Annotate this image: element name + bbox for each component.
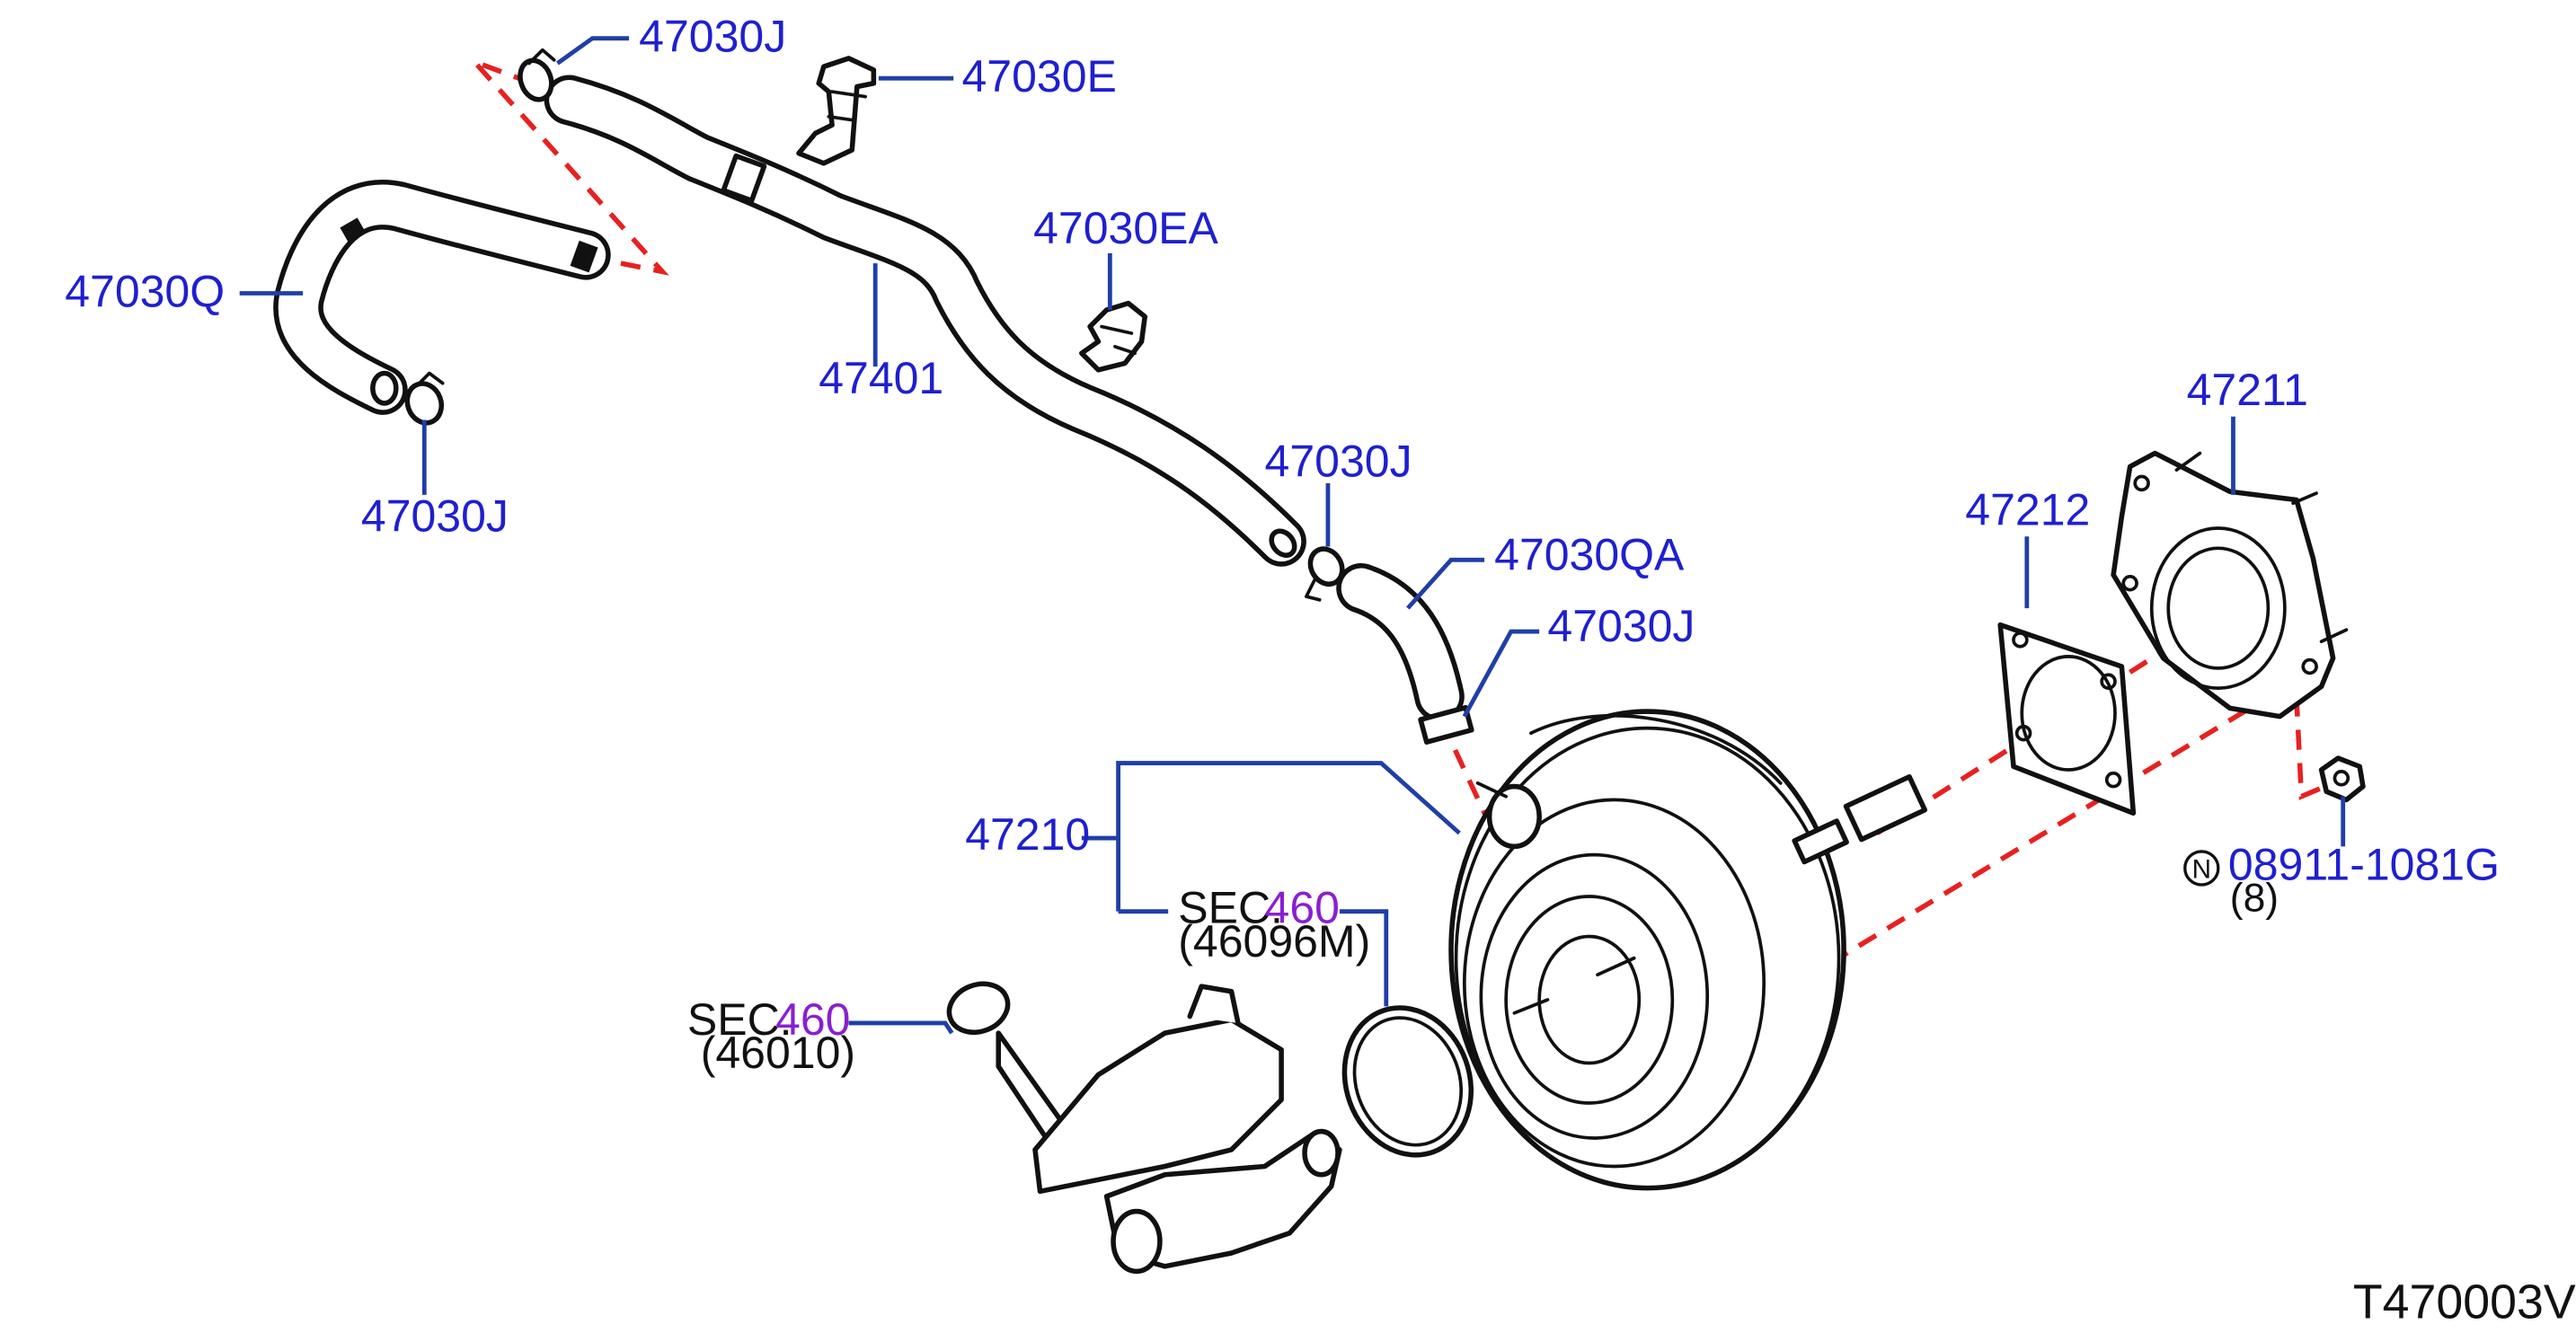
clip-47030E[interactable] xyxy=(796,56,877,166)
nut-callout: N 08911-1081G (8) xyxy=(2183,839,2500,921)
dashed-guides xyxy=(472,59,2334,1039)
diagram-id: T470003V xyxy=(2353,1275,2576,1329)
sec-callout-46096M: SEC. 460 (46096M) xyxy=(1178,883,1370,967)
sec-callout-46010: SEC. 460 (46010) xyxy=(687,994,855,1078)
clamp-mid[interactable] xyxy=(1304,543,1348,602)
label-clip-e: 47030E xyxy=(961,51,1116,102)
label-bracket: 47211 xyxy=(2187,365,2308,415)
hose-47030Q[interactable] xyxy=(273,180,611,415)
label-clamp-valve: 47030J xyxy=(1547,601,1695,651)
label-hose-qa: 47030QA xyxy=(1494,529,1685,579)
label-nut-qty: (8) xyxy=(2230,877,2279,921)
label-clip-ea: 47030EA xyxy=(1033,203,1218,253)
label-clamp-mid: 47030J xyxy=(1265,436,1412,486)
label-clamp-q: 47030J xyxy=(361,491,509,542)
label-booster: 47210 xyxy=(965,809,1090,860)
leader-lines xyxy=(239,36,2346,1035)
label-clamp-top: 47030J xyxy=(639,11,786,61)
label-gasket: 47212 xyxy=(1965,484,2090,534)
bracket-47211[interactable] xyxy=(2111,450,2349,719)
sec1-prefix: SEC. xyxy=(1178,883,1283,933)
sec2-reference: (46010) xyxy=(701,1028,855,1078)
clamp-valve[interactable] xyxy=(1418,704,1474,745)
o-ring[interactable] xyxy=(1324,990,1492,1173)
brake-booster[interactable] xyxy=(1448,709,1928,1191)
label-hose-q: 47030Q xyxy=(65,266,225,316)
clamp-top[interactable] xyxy=(515,48,557,104)
label-hose-main: 47401 xyxy=(819,353,943,403)
hose-47030QA[interactable] xyxy=(1336,562,1465,722)
clamp-left[interactable] xyxy=(402,371,447,428)
flange-nut[interactable] xyxy=(2318,755,2366,803)
sec2-number[interactable]: 460 xyxy=(775,994,850,1045)
gasket-47212[interactable] xyxy=(1997,622,2137,817)
sec1-number[interactable]: 460 xyxy=(1265,883,1340,933)
clip-47030EA[interactable] xyxy=(1079,300,1148,373)
sec2-prefix: SEC. xyxy=(687,994,792,1045)
label-nut-part: 08911-1081G xyxy=(2228,839,2500,889)
nut-symbol-circle xyxy=(2183,850,2220,887)
hose-47401[interactable] xyxy=(544,75,1306,567)
nut-symbol: N xyxy=(2192,855,2211,885)
sec1-reference: (46096M) xyxy=(1178,916,1370,967)
master-cylinder[interactable] xyxy=(943,975,1342,1275)
